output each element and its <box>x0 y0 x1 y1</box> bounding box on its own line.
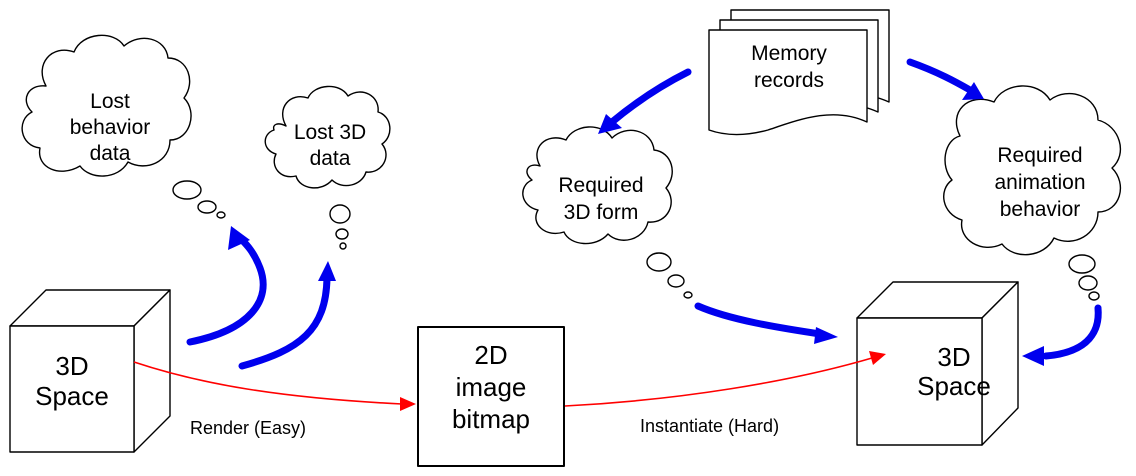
cloud-lost-3d: Lost 3D data <box>264 85 391 250</box>
cloud-lost-behavior-line-2: behavior <box>70 116 151 139</box>
arrow-required-behavior-to-cube-head <box>1022 346 1044 366</box>
arrow-cube-to-lost-3d <box>238 274 331 370</box>
cloud-required-behavior: Required animation behavior <box>943 85 1122 301</box>
left-cube-label-line-2: Space <box>35 381 109 411</box>
thought-arrows <box>186 58 1102 370</box>
cloud-lost-3d-line-2: data <box>310 147 351 170</box>
cloud-lost-3d-bubble-1 <box>329 204 351 224</box>
cloud-required-behavior-bubble-1 <box>1068 254 1096 274</box>
cloud-lost-behavior-bubble-2 <box>197 200 217 214</box>
arrow-memory-to-required-form-head <box>598 114 622 134</box>
memory-records-label-line-1: Memory <box>751 42 827 65</box>
cloud-required-form-shape <box>522 126 673 245</box>
arrow-required-form-to-cube-head <box>814 327 838 344</box>
arrow-render-head <box>400 397 416 411</box>
bitmap-box-label-line-1: 2D <box>474 340 507 370</box>
arrow-instantiate-head <box>869 351 886 365</box>
cloud-lost-behavior-line-3: data <box>90 142 131 165</box>
cloud-lost-behavior-bubble-3 <box>216 211 226 219</box>
arrow-required-behavior-to-cube <box>1042 304 1102 360</box>
cloud-required-behavior-bubble-3 <box>1088 291 1100 301</box>
cloud-required-form-bubble-1 <box>646 252 672 272</box>
memory-record-front-page <box>708 29 868 136</box>
right-cube: 3D Space <box>856 281 1019 446</box>
right-cube-label-line-1: 3D <box>937 342 970 372</box>
cloud-required-behavior-line-3: behavior <box>1000 198 1081 221</box>
cloud-lost-behavior-bubble-1 <box>172 180 202 200</box>
cloud-required-form: Required 3D form <box>522 126 693 299</box>
cloud-lost-3d-shape <box>264 85 391 189</box>
cloud-required-form-line-2: 3D form <box>564 201 639 224</box>
left-cube-front-face <box>9 325 135 453</box>
arrow-cube-to-lost-behavior-head <box>228 226 250 250</box>
bitmap-box-label-line-3: bitmap <box>452 404 530 434</box>
cloud-lost-3d-bubble-2 <box>335 228 349 240</box>
cloud-required-behavior-line-1: Required <box>997 144 1082 167</box>
bitmap-box-label-line-2: image <box>456 372 527 402</box>
memory-records: Memory records <box>708 9 890 136</box>
right-cube-label-line-2: Space <box>917 371 991 401</box>
cloud-required-form-line-1: Required <box>558 174 643 197</box>
arrow-cube-to-lost-3d-head <box>318 261 336 281</box>
arrow-memory-to-required-behavior <box>906 58 974 94</box>
cloud-required-behavior-line-2: animation <box>994 171 1085 194</box>
arrow-instantiate <box>564 357 873 407</box>
arrow-cube-to-lost-behavior <box>186 236 267 346</box>
left-cube: 3D Space <box>9 289 171 453</box>
cloud-required-behavior-shape <box>943 85 1122 256</box>
process-arrows: Render (Easy) Instantiate (Hard) <box>133 351 886 438</box>
left-cube-label-line-1: 3D <box>55 351 88 381</box>
bitmap-box-frame <box>417 326 565 467</box>
arrow-required-form-to-cube <box>694 302 824 338</box>
cloud-required-behavior-bubble-2 <box>1078 275 1098 291</box>
instantiate-edge-label: Instantiate (Hard) <box>640 416 779 436</box>
arrow-render <box>133 361 403 405</box>
cloud-lost-3d-line-1: Lost 3D <box>294 121 366 144</box>
right-cube-front-face <box>856 317 983 446</box>
cloud-lost-behavior-line-1: Lost <box>90 90 130 113</box>
cloud-lost-3d-bubble-3 <box>339 242 347 250</box>
arrow-memory-to-required-behavior-head <box>962 82 984 100</box>
memory-records-label-line-2: records <box>754 69 824 92</box>
cloud-required-form-bubble-3 <box>683 291 693 299</box>
bitmap-box: 2D image bitmap <box>417 326 565 467</box>
arrow-memory-to-required-form <box>608 68 692 126</box>
cloud-lost-behavior-shape <box>21 34 192 177</box>
cloud-lost-behavior: Lost behavior data <box>21 34 226 219</box>
render-edge-label: Render (Easy) <box>190 418 306 438</box>
cloud-required-form-bubble-2 <box>667 274 685 288</box>
